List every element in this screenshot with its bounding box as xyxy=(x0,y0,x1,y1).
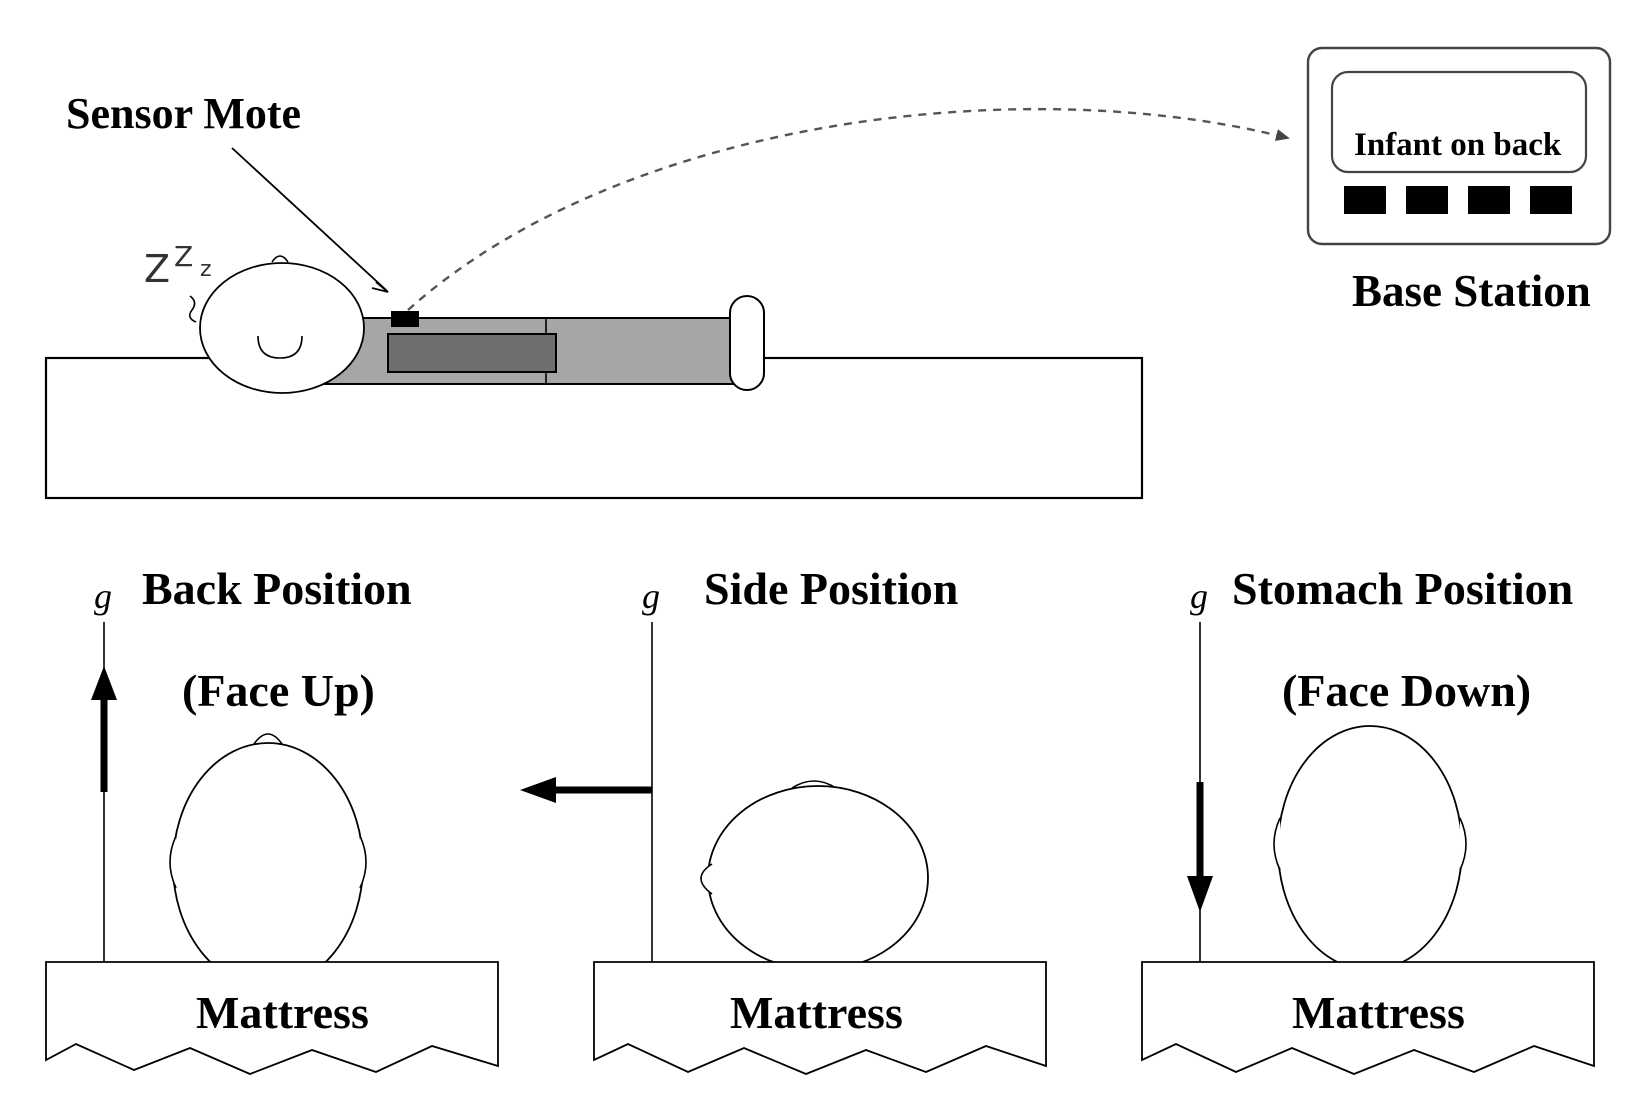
mattress-side xyxy=(593,961,1047,1075)
panel-back-position: g Back Position (Face Up) Mattress xyxy=(45,563,499,1075)
snore-z-small: z xyxy=(200,257,212,282)
sensor-mote-label: Sensor Mote xyxy=(66,89,301,138)
title-stomach-line1: Stomach Position xyxy=(1232,563,1573,614)
head-face-up xyxy=(169,733,367,988)
base-station-button-3 xyxy=(1468,186,1510,214)
mattress-label-back: Mattress xyxy=(196,987,369,1038)
infant-foot xyxy=(729,295,765,391)
snore-z-big: Z xyxy=(144,247,170,291)
title-back-line1: Back Position xyxy=(142,563,412,614)
base-station-button-1 xyxy=(1344,186,1386,214)
base-station-screen-text: Infant on back xyxy=(1354,127,1562,163)
base-station-screen xyxy=(1330,70,1588,174)
gravity-symbol-stomach: g xyxy=(1190,576,1208,616)
wireless-link-arrow xyxy=(407,107,1290,311)
gravity-symbol-back: g xyxy=(94,576,112,616)
panel-stomach-position: g Stomach Position (Face Down) Mattress xyxy=(1141,563,1595,1075)
gravity-symbol-side: g xyxy=(642,576,660,616)
mattress-label-side: Mattress xyxy=(730,987,903,1038)
snore-z-mid: Z xyxy=(174,240,193,273)
base-station-button-4 xyxy=(1530,186,1572,214)
title-stomach-line2: (Face Down) xyxy=(1282,665,1531,716)
top-scene: Z Z z Sensor Mote Infant on back Base St… xyxy=(44,46,1612,500)
title-side-line1: Side Position xyxy=(704,563,958,614)
sensor-pointer-line xyxy=(231,147,387,291)
mattress-label-stomach: Mattress xyxy=(1292,987,1465,1038)
snore-zs: Z Z z xyxy=(144,240,212,291)
head-face-down xyxy=(1273,725,1467,979)
sensor-mote xyxy=(391,311,419,327)
head-side xyxy=(700,780,929,974)
infant-head xyxy=(188,255,365,394)
infant-body xyxy=(317,295,765,391)
infant-arm xyxy=(387,333,557,373)
base-station-button-2 xyxy=(1406,186,1448,214)
mattress-stomach xyxy=(1141,961,1595,1075)
base-station: Infant on back Base Station xyxy=(1306,46,1612,316)
panel-side-position: g Side Position Mattress xyxy=(520,563,1047,1075)
title-back-line2: (Face Up) xyxy=(182,665,375,716)
base-station-label: Base Station xyxy=(1352,266,1591,316)
mattress-back xyxy=(45,961,499,1075)
